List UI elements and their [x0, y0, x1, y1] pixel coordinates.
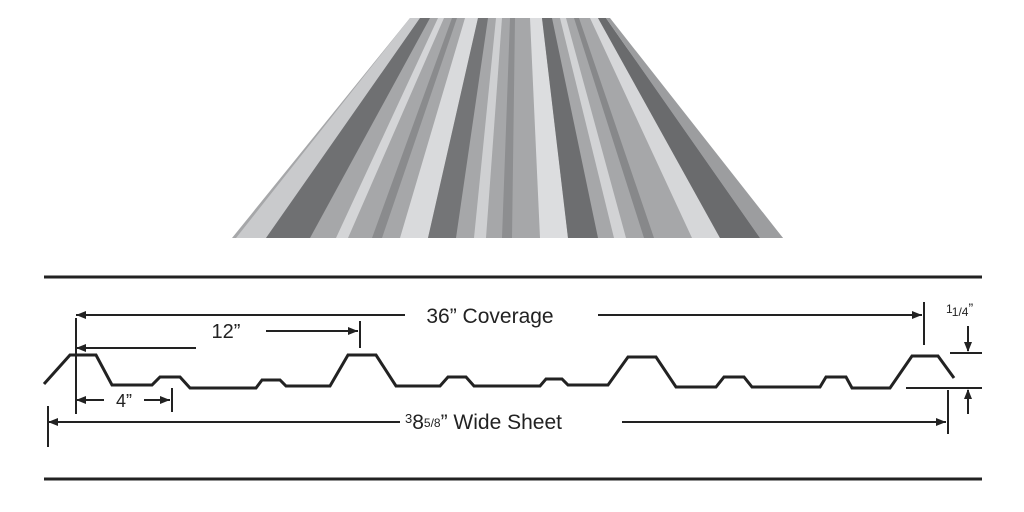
height-label-fraction: 1/4	[952, 305, 969, 319]
panel-profile	[42, 353, 956, 390]
panel-rib	[400, 18, 478, 238]
width-label: 385/8” Wide Sheet	[405, 411, 562, 434]
panel-rib	[266, 18, 430, 238]
panel-minor-rib	[372, 18, 457, 238]
minor-spacing-label: 4”	[116, 391, 132, 411]
height-label-unit: ”	[968, 300, 973, 316]
width-label-unit: ” Wide Sheet	[441, 411, 563, 434]
panel-rib	[428, 18, 488, 238]
height-label: 11/4”	[946, 300, 973, 319]
coverage-label: 36” Coverage	[426, 305, 553, 328]
panel-rib	[530, 18, 568, 238]
panel-rib	[598, 18, 760, 238]
panel-minor-rib	[474, 18, 502, 238]
rib-spacing-dimension: 12”	[76, 321, 361, 352]
panel-edge	[606, 18, 783, 238]
coverage-dimension: 36” Coverage	[75, 302, 925, 414]
minor-spacing-dimension: 4”	[76, 388, 173, 412]
panel-minor-rib	[574, 18, 654, 238]
panel-minor-rib	[336, 18, 444, 238]
panel-rib	[590, 18, 720, 238]
width-label-main: 8	[412, 411, 424, 434]
width-label-fraction: 5/8	[424, 416, 441, 430]
panel-minor-rib	[502, 18, 515, 238]
panel-rib	[236, 18, 420, 238]
panel-illustration	[232, 18, 783, 238]
width-label-superscript: 3	[405, 411, 412, 426]
height-dimension: 11/4”	[906, 300, 982, 414]
panel-minor-rib	[560, 18, 626, 238]
rib-spacing-label: 12”	[212, 321, 241, 343]
panel-rib	[542, 18, 598, 238]
width-dimension: 385/8” Wide Sheet	[47, 390, 949, 447]
height-label-whole: 1	[946, 302, 953, 316]
